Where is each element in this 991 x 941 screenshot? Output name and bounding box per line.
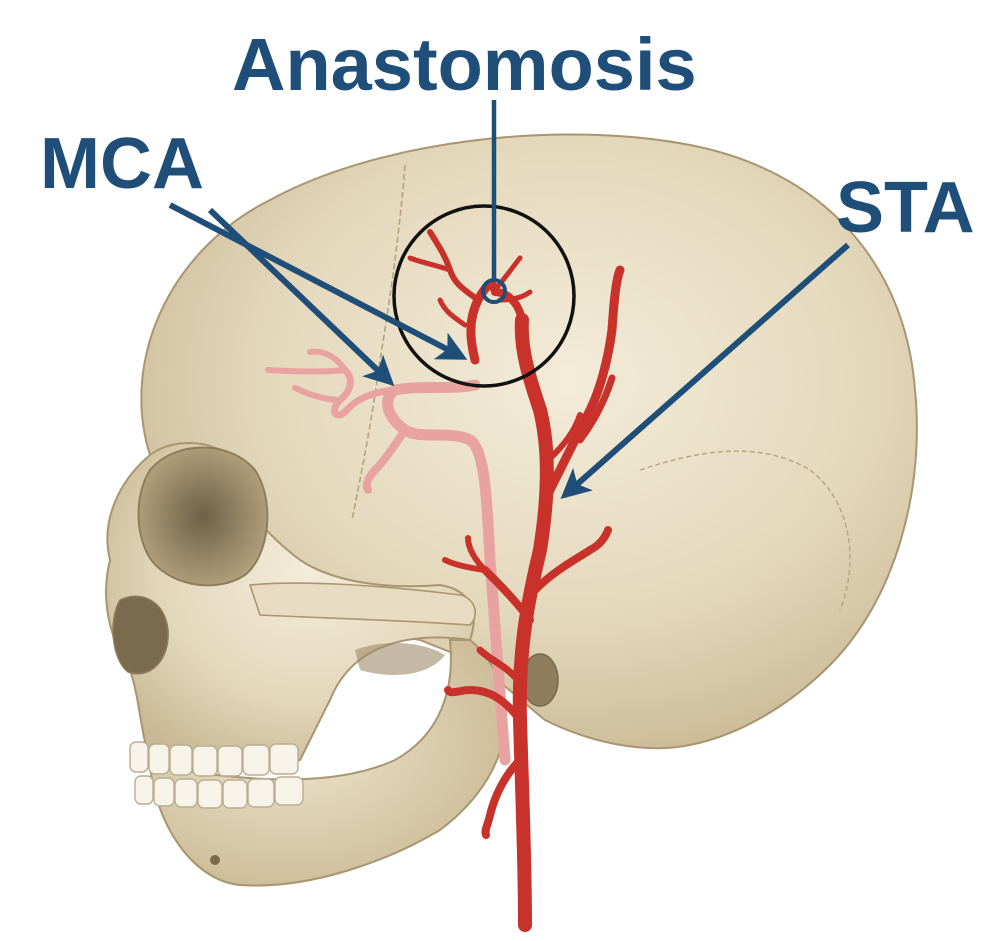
mental-foramen: [210, 855, 220, 865]
mca-label: MCA: [40, 128, 204, 200]
orbit: [138, 448, 267, 586]
anastomosis-label: Anastomosis: [232, 28, 697, 102]
mandibular-notch: [355, 643, 445, 675]
nasal-cavity: [113, 596, 168, 674]
sta-label: STA: [836, 172, 975, 244]
